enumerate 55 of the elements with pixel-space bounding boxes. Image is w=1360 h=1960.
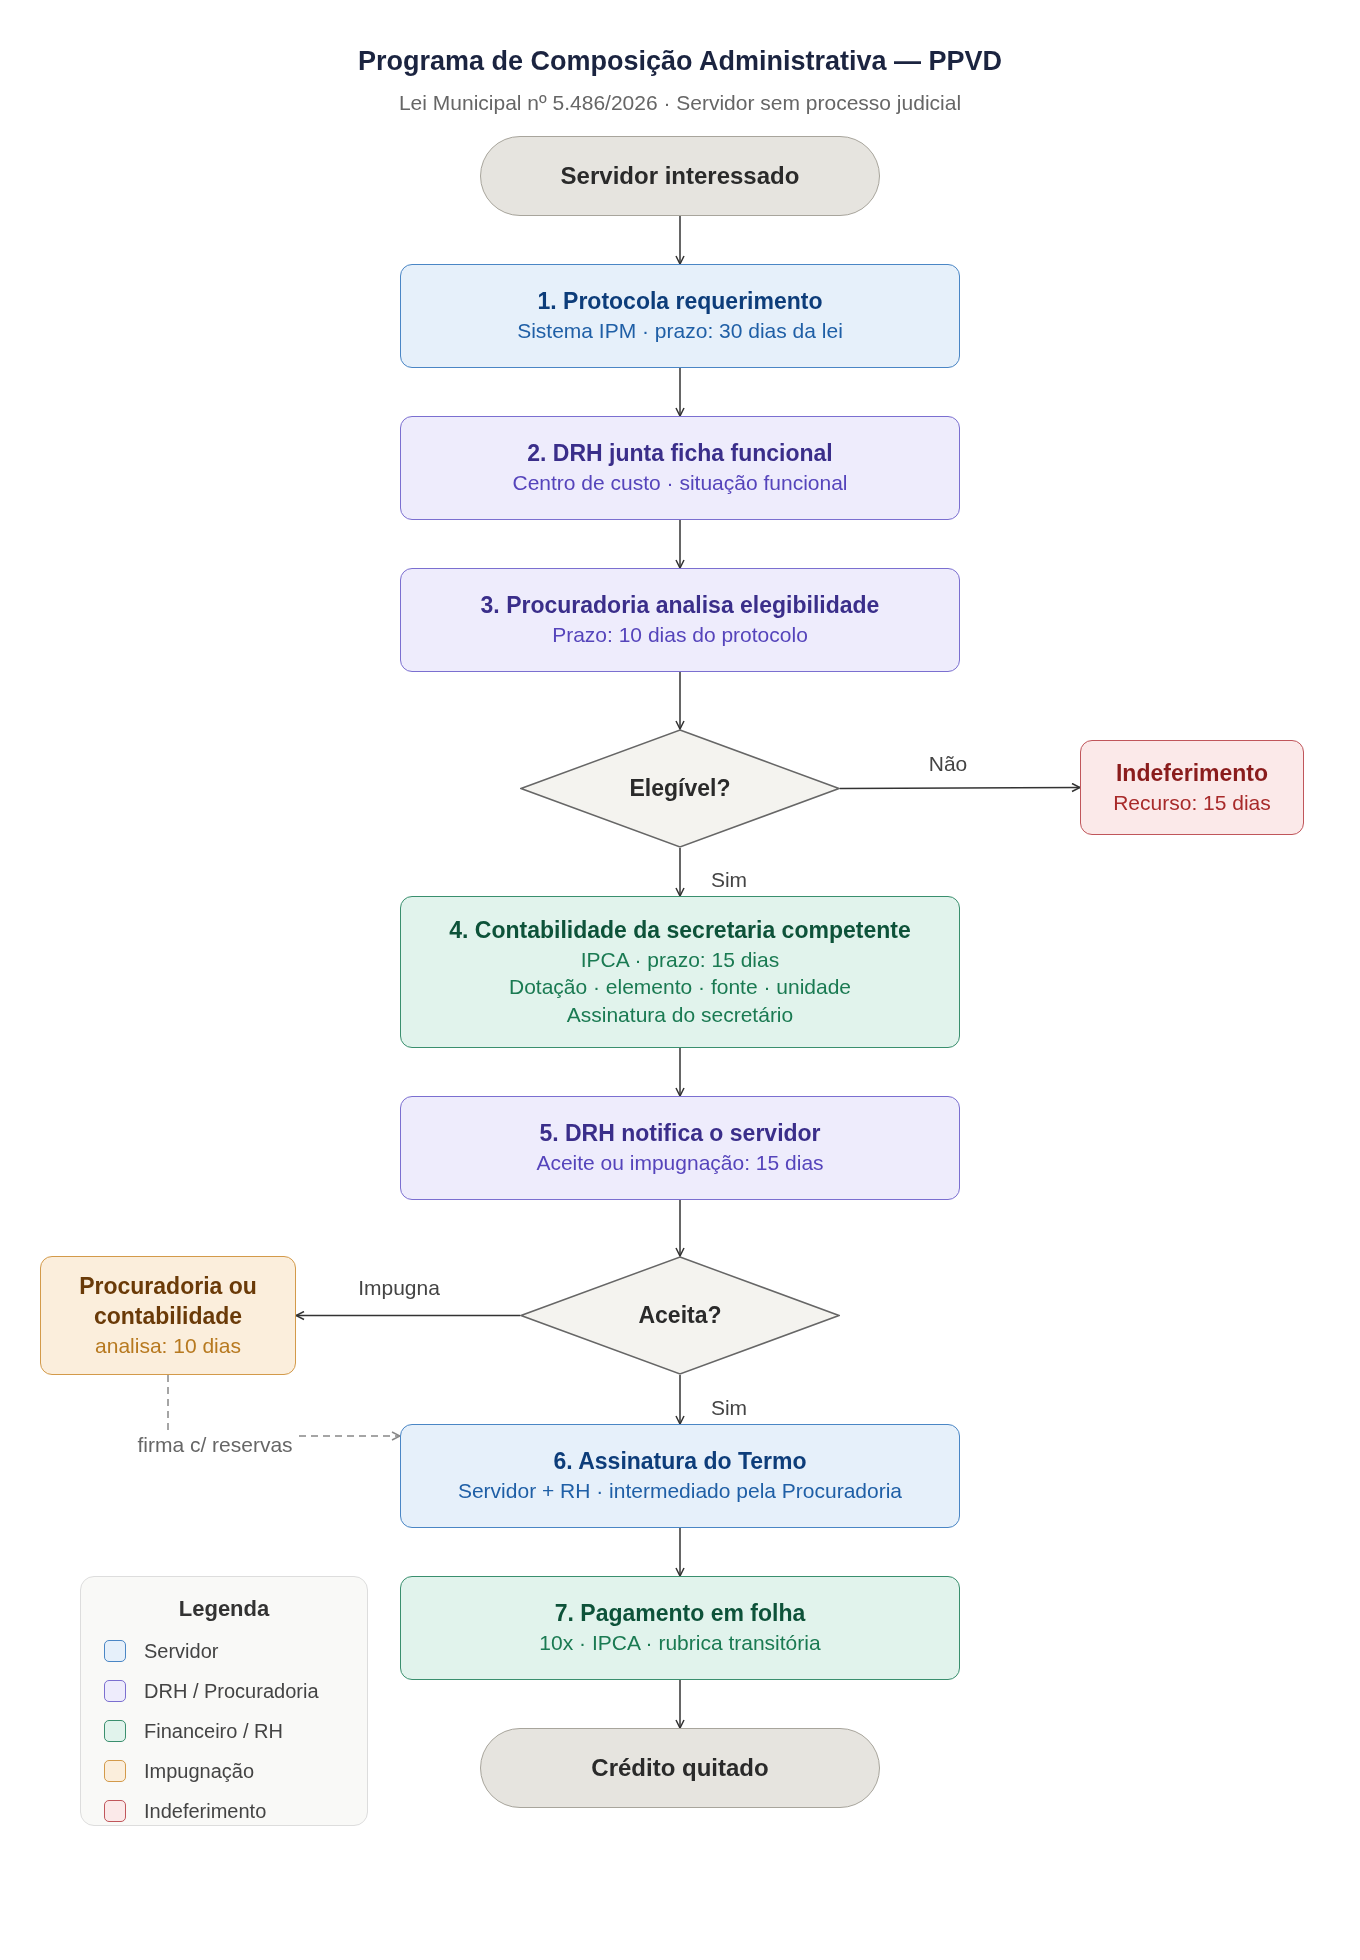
- step-title: Procuradoria ou contabilidade: [78, 1271, 258, 1331]
- step-title: Aceita?: [638, 1300, 722, 1330]
- step-title: Crédito quitado: [591, 1753, 769, 1784]
- arrow: [675, 1199, 685, 1257]
- decision-diamond: [520, 1256, 840, 1375]
- process-box: [400, 1576, 960, 1680]
- step-title: Elegível?: [629, 773, 731, 803]
- arrow: [295, 1310, 521, 1321]
- legend-label: Servidor: [144, 1639, 219, 1664]
- step-title: Indeferimento: [1115, 758, 1269, 788]
- step-detail: Aceite ou impugnação: 15 dias: [536, 1150, 824, 1177]
- legend-label: DRH / Procuradoria: [144, 1679, 319, 1704]
- step-title: 2. DRH junta ficha funcional: [527, 439, 833, 469]
- step-detail: Prazo: 10 dias do protocolo: [552, 622, 808, 649]
- process-box: [1080, 740, 1304, 835]
- step-detail: Recurso: 15 dias: [1113, 789, 1271, 816]
- step-title: Servidor interessado: [560, 161, 800, 192]
- step-detail: Servidor + RH · intermediado pela Procuradoria: [457, 1478, 903, 1505]
- decision-diamond: [520, 729, 840, 848]
- arrow: [675, 847, 685, 897]
- step-title: 1. Protocola requerimento: [537, 287, 823, 317]
- step-detail: IPCA · prazo: 15 dias: [580, 947, 780, 973]
- arrow: [675, 215, 685, 265]
- step-title: 4. Contabilidade da secretaria competente: [449, 916, 911, 946]
- legend-label: Indeferimento: [144, 1799, 267, 1824]
- diagram-title: Programa de Composição Administrativa — PPVD: [356, 46, 1004, 77]
- step-detail: Centro de custo · situação funcional: [512, 470, 848, 497]
- arrow: [675, 671, 685, 730]
- step-title: 6. Assinatura do Termo: [553, 1447, 807, 1477]
- process-box: [400, 896, 960, 1048]
- legend-label: Financeiro / RH: [144, 1719, 283, 1744]
- arrow: [675, 1374, 685, 1425]
- step-detail: 10x · IPCA · rubrica transitória: [539, 1630, 821, 1657]
- step-detail: Dotação · elemento · fonte · unidade: [508, 974, 851, 1001]
- arrow: [675, 367, 685, 417]
- arrow: [675, 1047, 685, 1097]
- arrow: [839, 782, 1081, 793]
- process-box: [400, 1424, 960, 1528]
- arrow: [675, 519, 685, 569]
- step-title: 5. DRH notifica o servidor: [539, 1119, 821, 1149]
- process-box: [400, 568, 960, 672]
- arrow: [675, 1527, 685, 1577]
- legend-title: Legenda: [177, 1596, 271, 1622]
- legend-label: Impugnação: [144, 1759, 255, 1784]
- step-title: 3. Procuradoria analisa elegibilidade: [480, 591, 880, 621]
- step-detail: Assinatura do secretário: [566, 1001, 794, 1028]
- step-title: 7. Pagamento em folha: [554, 1599, 806, 1629]
- process-box: [400, 1096, 960, 1200]
- step-detail: Sistema IPM · prazo: 30 dias da lei: [517, 318, 843, 345]
- arrow: [675, 1679, 685, 1729]
- process-box: [400, 416, 960, 520]
- process-box: [400, 264, 960, 368]
- subtitle: Lei Municipal nº 5.486/2026 · Servidor sem processo judicial: [397, 91, 963, 115]
- step-detail: analisa: 10 dias: [95, 1332, 241, 1359]
- process-box: [40, 1256, 296, 1375]
